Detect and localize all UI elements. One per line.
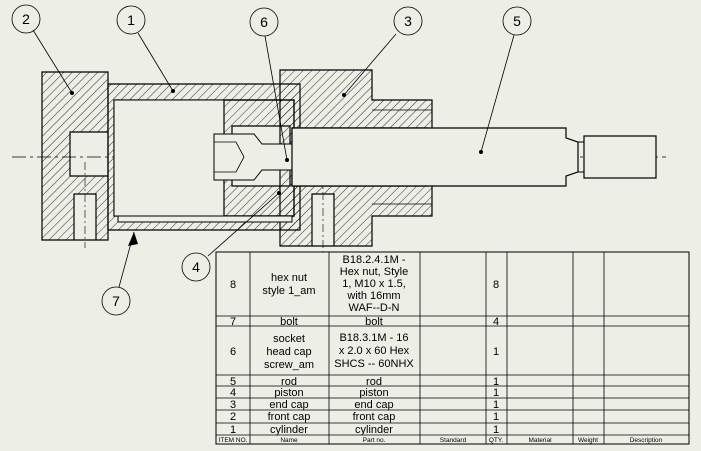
- balloon: 2: [11, 4, 41, 34]
- leader-lines: [32, 29, 515, 288]
- balloon: 4: [181, 252, 211, 282]
- balloon: 3: [393, 6, 423, 36]
- header-qty: QTY.: [489, 437, 504, 444]
- balloon-number: 2: [22, 11, 30, 27]
- bom-header: ITEM NO. Name Part no. Standard QTY. Mat…: [219, 437, 663, 444]
- bom-qty: 1: [493, 376, 499, 388]
- bom-qty: 1: [493, 387, 499, 399]
- bom-name: end cap: [269, 399, 308, 411]
- bom-item: 1: [230, 424, 236, 436]
- bom-table: 8 hex nut style 1_am B18.2.4.1M - Hex nu…: [215, 251, 690, 445]
- leader-dots: [70, 89, 483, 246]
- bom-part: end cap: [354, 399, 393, 411]
- section-view: [12, 69, 666, 252]
- bom-part: cylinder: [355, 424, 393, 436]
- bom-qty: 1: [493, 399, 499, 411]
- bom-item: 4: [230, 387, 236, 399]
- bom-name: cylinder: [270, 424, 308, 436]
- balloon-number: 1: [127, 12, 135, 28]
- bom-row: 2 front cap front cap 1: [230, 411, 499, 423]
- balloon-number: 6: [260, 14, 268, 30]
- bom-qty: 4: [493, 316, 499, 328]
- bom-part: B18.2.4.1M -: [343, 254, 406, 266]
- bom-part: piston: [359, 387, 388, 399]
- balloon-number: 5: [513, 13, 521, 29]
- bom-item: 3: [230, 399, 236, 411]
- front-cap: [41, 71, 109, 241]
- bom-item: 6: [230, 346, 236, 358]
- balloon: 5: [502, 6, 532, 36]
- balloon: 1: [116, 5, 146, 35]
- balloon-number: 3: [404, 13, 412, 29]
- bom-item: 7: [230, 316, 236, 328]
- bom-name: style 1_am: [262, 285, 315, 297]
- bom-part: rod: [366, 376, 382, 388]
- bom-item: 5: [230, 376, 236, 388]
- bom-row: 4 piston piston 1: [230, 387, 499, 399]
- bom-row: 1 cylinder cylinder 1: [230, 424, 499, 436]
- bom-qty: 1: [493, 424, 499, 436]
- bom-part: SHCS -- 60NHX: [334, 358, 414, 370]
- bom-part: 1, M10 x 1.5,: [342, 278, 406, 290]
- bom-name: socket: [273, 333, 305, 345]
- bom-qty: 8: [493, 279, 499, 291]
- balloon-number: 7: [112, 293, 120, 309]
- bom-part: Hex nut, Style: [340, 266, 408, 278]
- bom-name: rod: [281, 376, 297, 388]
- balloon: 6: [249, 7, 279, 37]
- header-part-no: Part no.: [363, 437, 386, 444]
- header-standard: Standard: [440, 437, 467, 444]
- bom-part: bolt: [365, 316, 383, 328]
- header-weight: Weight: [578, 437, 598, 444]
- header-description: Description: [630, 437, 663, 444]
- balloon: 7: [101, 286, 131, 316]
- rod: [291, 127, 579, 187]
- bom-part: WAF--D-N: [349, 302, 400, 314]
- bom-qty: 1: [493, 346, 499, 358]
- bom-name: head cap: [266, 346, 311, 358]
- bom-part: with 16mm: [346, 290, 400, 302]
- balloon-number: 4: [192, 259, 200, 275]
- bom-row: 8 hex nut style 1_am B18.2.4.1M - Hex nu…: [230, 254, 499, 314]
- header-name: Name: [280, 437, 298, 444]
- bom-row: 3 end cap end cap 1: [230, 399, 499, 411]
- bom-part: front cap: [353, 411, 396, 423]
- bom-qty: 1: [493, 411, 499, 423]
- header-item-no: ITEM NO.: [219, 437, 248, 444]
- bom-part: x 2.0 x 60 Hex: [339, 345, 410, 357]
- bom-item: 8: [230, 279, 236, 291]
- bom-name: bolt: [280, 316, 298, 328]
- header-material: Material: [528, 437, 552, 444]
- bom-name: hex nut: [271, 272, 307, 284]
- bom-item: 2: [230, 411, 236, 423]
- bom-row: 6 socket head cap screw_am B18.3.1M - 16…: [230, 332, 499, 371]
- bolt: [117, 215, 293, 223]
- bom-row: 7 bolt bolt 4: [230, 316, 499, 328]
- bom-name: front cap: [268, 411, 311, 423]
- bom-part: B18.3.1M - 16: [339, 332, 408, 344]
- bom-name: screw_am: [264, 359, 314, 371]
- bom-row: 5 rod rod 1: [230, 376, 499, 388]
- bom-name: piston: [274, 387, 303, 399]
